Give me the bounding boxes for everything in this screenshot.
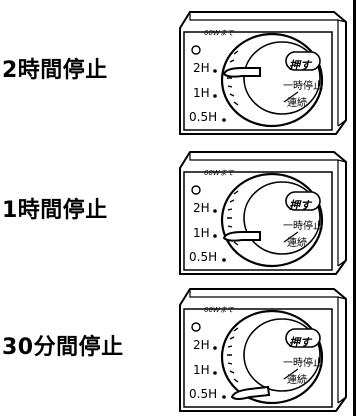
temporary-stop-label: 一時停止 — [283, 81, 323, 92]
continuous-label: 連続 — [287, 375, 307, 386]
duration-label: 30分間停止 — [2, 335, 124, 360]
pointer-lever — [222, 67, 261, 78]
push-button-outline — [285, 191, 321, 211]
push-button-label: 押す — [289, 59, 311, 72]
indicator-lamp — [191, 185, 201, 195]
indicator-dot-2h — [213, 69, 217, 73]
mark-05h: 0.5H — [189, 110, 218, 124]
indicator-dot-1h — [213, 371, 217, 375]
continuous-label: 連続 — [287, 98, 307, 109]
push-button-label: 押す — [289, 199, 311, 212]
continuous-label: 連続 — [287, 238, 307, 249]
indicator-dot-05h — [222, 395, 226, 399]
mark-2h: 2H — [193, 201, 210, 215]
temporary-stop-label: 一時停止 — [283, 358, 323, 369]
mark-1h: 1H — [193, 363, 210, 377]
mark-2h: 2H — [193, 61, 210, 75]
indicator-lamp — [191, 45, 201, 55]
right-border-rule — [353, 0, 356, 416]
duration-label: 2時間停止 — [2, 58, 108, 83]
timer-setting-row: 30分間停止 60Wまで 2H 1H 0.5H 押す 一時停止 連続 — [0, 283, 350, 415]
indicator-dot-1h — [213, 94, 217, 98]
mark-05h: 0.5H — [189, 387, 218, 401]
indicator-lamp — [191, 322, 201, 332]
timer-setting-row: 1時間停止 60Wまで 2H 1H 0.5H 押す 一時停止 連続 — [0, 146, 350, 278]
wattage-limit-label: 60Wまで — [204, 306, 234, 314]
pointer-lever — [230, 385, 271, 400]
wattage-limit-label: 60Wまで — [204, 29, 234, 37]
indicator-dot-05h — [222, 258, 226, 262]
mark-05h: 0.5H — [189, 250, 218, 264]
timer-switch-unit: 60Wまで 2H 1H 0.5H 押す 一時停止 連続 — [172, 148, 348, 278]
pointer-lever — [222, 231, 261, 242]
mark-1h: 1H — [193, 226, 210, 240]
wattage-limit-label: 60Wまで — [204, 169, 234, 177]
push-button-label: 押す — [289, 336, 311, 349]
indicator-dot-1h — [213, 234, 217, 238]
indicator-dot-2h — [213, 209, 217, 213]
indicator-dot-2h — [213, 346, 217, 350]
mark-1h: 1H — [193, 86, 210, 100]
duration-label: 1時間停止 — [2, 198, 108, 223]
timer-switch-unit: 60Wまで 2H 1H 0.5H 押す 一時停止 連続 — [172, 8, 348, 138]
indicator-dot-05h — [222, 118, 226, 122]
timer-setting-row: 2時間停止 60 — [0, 6, 350, 138]
push-button-outline — [285, 51, 321, 71]
push-button-outline — [285, 328, 321, 348]
mark-2h: 2H — [193, 338, 210, 352]
temporary-stop-label: 一時停止 — [283, 221, 323, 232]
timer-switch-unit: 60Wまで 2H 1H 0.5H 押す 一時停止 連続 — [172, 285, 348, 415]
